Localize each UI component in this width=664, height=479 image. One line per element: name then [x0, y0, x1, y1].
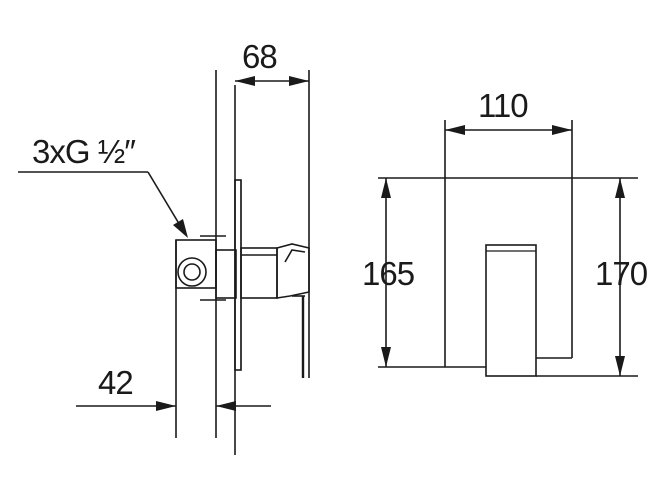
front-view: 110 165 170 [362, 87, 649, 377]
connection-label: 3xG ½″ [32, 133, 136, 170]
dim-110-label: 110 [478, 87, 528, 124]
handle-lever [276, 243, 310, 299]
dim-42-label: 42 [98, 364, 133, 401]
dim-68-label: 68 [242, 38, 277, 75]
dim-170-label: 170 [595, 255, 648, 292]
side-view: 68 3xG ½″ 42 [18, 38, 310, 455]
handle-front [485, 244, 537, 377]
dim-165-label: 165 [362, 255, 414, 292]
connection-port-inner [183, 263, 201, 281]
connection-port-outer [177, 257, 207, 287]
